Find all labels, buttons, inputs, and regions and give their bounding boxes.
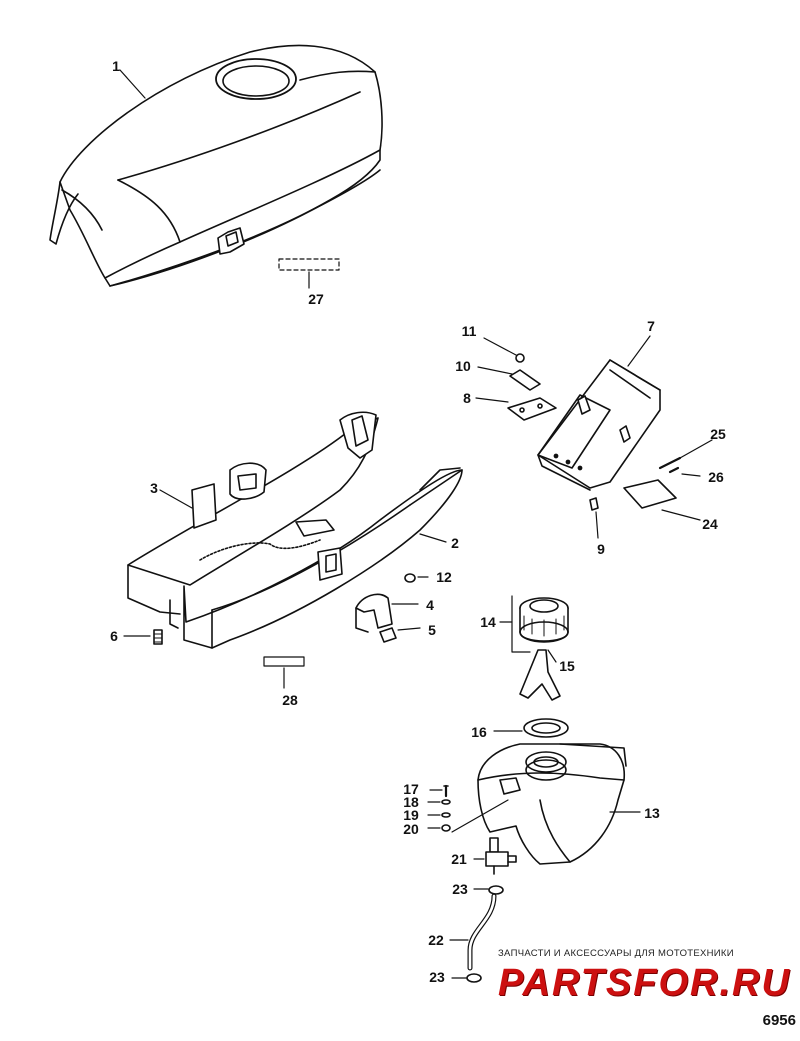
callout-21: 21 (451, 851, 467, 867)
plate (475, 397, 557, 421)
strap (477, 366, 541, 391)
callout-14: 14 (480, 614, 496, 630)
figure-id: 6956 (762, 1012, 796, 1029)
callout-17: 17 (403, 781, 419, 797)
callout-28: 28 (282, 692, 298, 708)
tray-screw (123, 629, 163, 645)
callout-23-top: 23 (452, 881, 468, 897)
grommet (404, 573, 429, 583)
callout-24: 24 (702, 516, 718, 532)
callout-25: 25 (710, 426, 726, 442)
pin (658, 439, 713, 470)
clamp-screw (379, 627, 421, 643)
callout-19: 19 (403, 807, 419, 823)
fuel-valve (473, 837, 517, 875)
callout-27: 27 (308, 291, 324, 307)
callout-5: 5 (428, 622, 436, 638)
label (263, 656, 305, 667)
hose-clamp-top (473, 885, 504, 895)
tank-nut (427, 799, 509, 833)
callout-9: 9 (597, 541, 605, 557)
callout-23-bottom: 23 (429, 969, 445, 985)
watermark-subtitle: ЗАПЧАСТИ И АКСЕССУАРЫ ДЛЯ МОТОТЕХНИКИ (498, 948, 734, 959)
callout-20: 20 (403, 821, 419, 837)
callout-7: 7 (647, 318, 655, 334)
callout-11: 11 (461, 323, 477, 339)
top-cowl (49, 44, 383, 287)
callout-12: 12 (436, 569, 452, 585)
tank-seal (493, 718, 569, 738)
callout-1: 1 (112, 58, 120, 74)
fuel-line (449, 893, 497, 971)
callout-26: 26 (708, 469, 724, 485)
callout-18: 18 (403, 794, 419, 810)
nut (483, 337, 525, 363)
tank-washer (427, 799, 451, 805)
pad (623, 479, 701, 521)
callout-4: 4 (426, 597, 434, 613)
lower-tray (127, 411, 463, 649)
callout-6: 6 (110, 628, 118, 644)
callout-8: 8 (463, 390, 471, 406)
pin-spring (668, 466, 701, 477)
watermark-brand: PARTSFOR.RU (498, 962, 791, 1004)
callout-15: 15 (559, 658, 575, 674)
callout-13: 13 (644, 805, 660, 821)
decal (278, 258, 340, 271)
cap-tether (519, 649, 561, 701)
callout-16: 16 (471, 724, 487, 740)
callout-10: 10 (455, 358, 471, 374)
callout-22: 22 (428, 932, 444, 948)
callout-2: 2 (451, 535, 459, 551)
tank-lockwasher (427, 812, 451, 818)
tank-screw (429, 784, 449, 798)
clamp (355, 593, 419, 633)
callout-3: 3 (150, 480, 158, 496)
fuel-tank (477, 743, 641, 865)
fuel-cap-assembly (499, 595, 569, 653)
hose-clamp-bottom (451, 973, 482, 983)
bracket-screw (589, 497, 599, 539)
bracket (537, 335, 661, 491)
